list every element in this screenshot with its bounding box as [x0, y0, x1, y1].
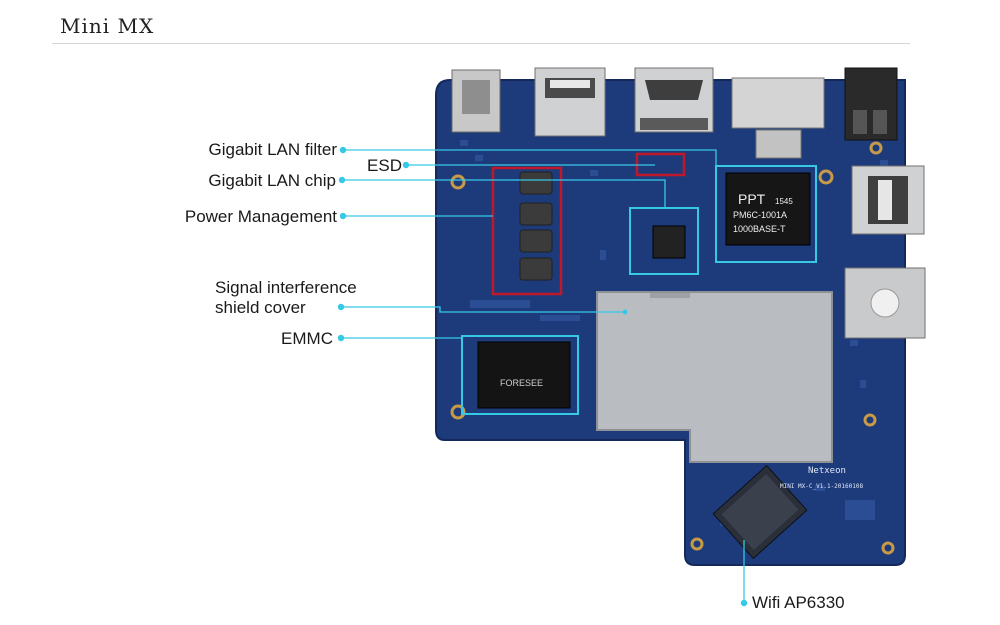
- shield-cover: [596, 291, 833, 463]
- emmc-highlight: [461, 335, 579, 415]
- hdmi-port: [634, 67, 714, 133]
- callout-signal-interference: Signal interference: [215, 278, 357, 297]
- mounting-holes: [450, 141, 895, 555]
- audio-jack: [844, 67, 898, 141]
- lan-transformer: PPT 1545 PM6C-1001A 1000BASE-T: [725, 172, 811, 246]
- page-title: Mini MX: [60, 14, 155, 38]
- silkscreen-brand: Netxeon: [808, 466, 846, 476]
- callout-emmc: EMMC: [281, 329, 333, 348]
- usb-port-top: [534, 67, 606, 137]
- lan-filter-highlight: [715, 165, 817, 263]
- callout-shield-cover: shield cover: [215, 298, 306, 317]
- callout-dots: [337, 146, 748, 607]
- callout-gigabit-lan-chip: Gigabit LAN chip: [208, 171, 336, 190]
- transformer-spec: 1000BASE-T: [733, 224, 786, 234]
- transformer-part: PM6C-1001A: [733, 210, 787, 220]
- callout-wifi: Wifi AP6330: [752, 593, 845, 612]
- transformer-brand: PPT: [738, 191, 766, 207]
- emmc-chip: FORESEE: [477, 341, 571, 409]
- power-highlight: [491, 166, 563, 296]
- silkscreen-model: MINI MX-C_V1.1-20160108: [780, 483, 863, 490]
- callout-lines: [341, 149, 745, 603]
- emmc-brand: FORESEE: [500, 378, 543, 388]
- title-divider: [52, 43, 910, 44]
- transformer-code: 1545: [775, 197, 793, 206]
- lan-chip-highlight: [629, 207, 699, 275]
- callout-gigabit-lan-filter: Gigabit LAN filter: [209, 140, 338, 159]
- callout-esd: ESD: [367, 156, 402, 175]
- usb-port-side: [851, 165, 925, 235]
- tf-card-slot: [844, 267, 926, 339]
- lan-chip: [652, 225, 686, 259]
- wifi-module: [712, 464, 808, 560]
- power-inductors: [519, 171, 553, 281]
- shield-notch: [650, 293, 690, 298]
- sd-slot-top: [731, 77, 825, 159]
- dc-power-jack: [451, 69, 501, 133]
- callout-power-management: Power Management: [185, 207, 337, 226]
